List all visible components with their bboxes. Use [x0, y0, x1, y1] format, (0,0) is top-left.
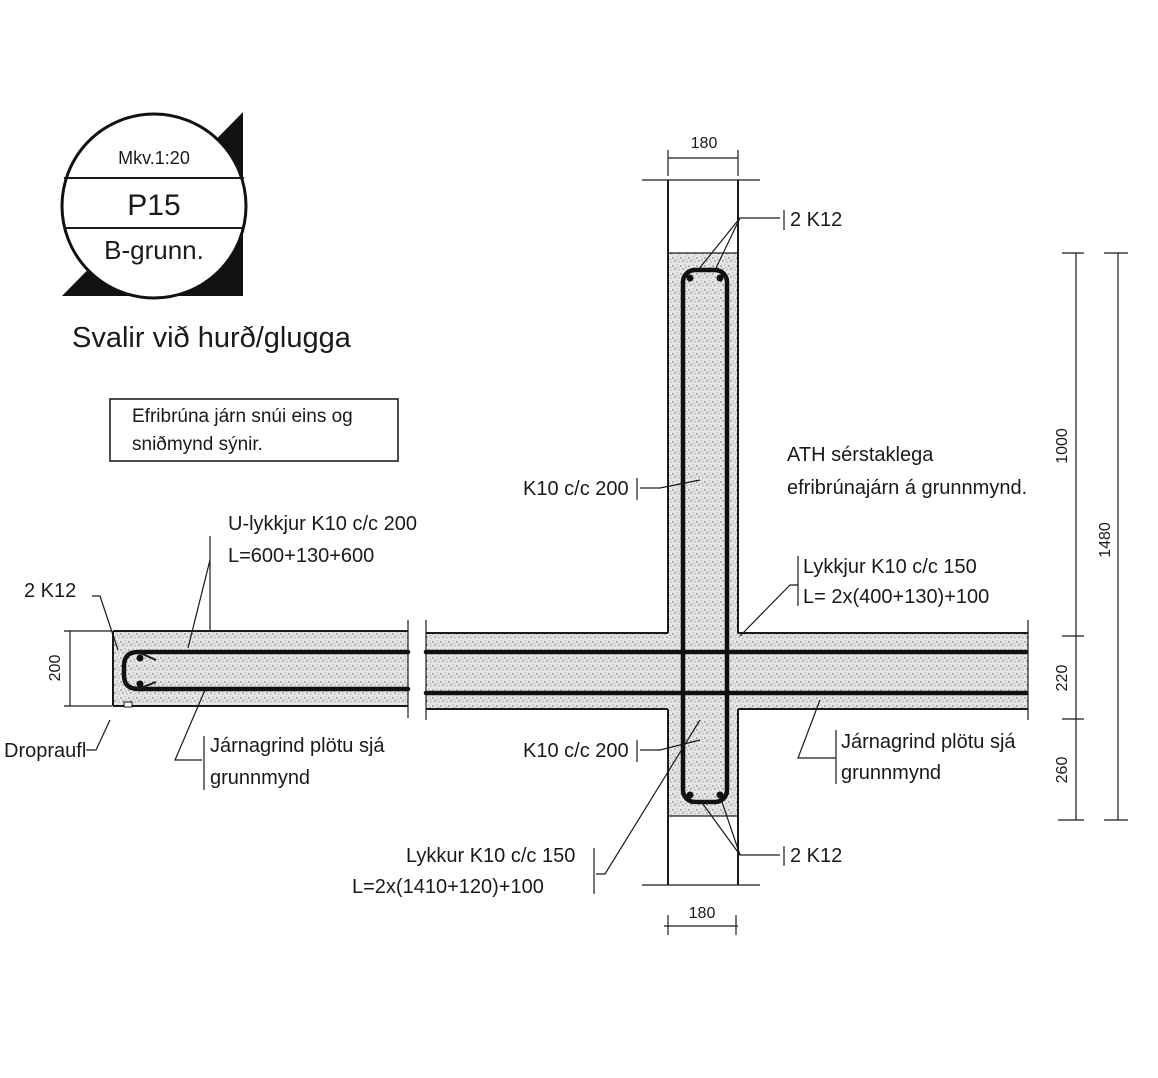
- label-k10-upper: K10 c/c 200: [523, 478, 629, 500]
- title-sheet: B-grunn.: [104, 235, 204, 265]
- title-block: Mkv.1:20 P15 B-grunn.: [60, 112, 248, 300]
- dim-bottom-180: 180: [689, 905, 716, 922]
- note-box-line-2: sniðmynd sýnir.: [132, 434, 263, 455]
- title-number: P15: [127, 189, 180, 222]
- label-k12-left: 2 K12: [24, 580, 76, 602]
- title-scale: Mkv.1:20: [118, 148, 190, 168]
- dim-slab-200: 200: [47, 655, 64, 682]
- title-block-circle: [60, 112, 248, 300]
- wall-slab-section: 180 180: [423, 135, 1029, 935]
- label-lykkur-bottom-2: L=2x(1410+120)+100: [352, 876, 544, 898]
- dim-260: 260: [1054, 757, 1071, 784]
- note-ath-line-1: ATH sérstaklega: [787, 444, 934, 466]
- label-jarnagrind-right-1: Járnagrind plötu sjá: [841, 731, 1016, 753]
- vertical-dimensions: 1000 220 260 1480: [1054, 252, 1128, 821]
- label-u-lykkjur-2: L=600+130+600: [228, 545, 374, 567]
- label-k10-lower: K10 c/c 200: [523, 740, 629, 762]
- u-loop-bar: [121, 649, 411, 692]
- note-box-line-1: Efribrúna járn snúi eins og: [132, 406, 353, 427]
- note-box: Efribrúna járn snúi eins og sniðmynd sýn…: [109, 398, 399, 462]
- dim-1480: 1480: [1097, 522, 1114, 558]
- note-ath-line-2: efribrúnajárn á grunnmynd.: [787, 477, 1027, 499]
- dim-220: 220: [1054, 665, 1071, 692]
- left-slab-detail: 200: [47, 536, 411, 761]
- note-box-frame: [109, 398, 399, 462]
- label-k12-bottom: 2 K12: [790, 845, 842, 867]
- label-lykkjur-right-1: Lykkjur K10 c/c 150: [803, 556, 977, 578]
- wall-stirrup: [680, 267, 730, 805]
- label-lykkur-bottom-1: Lykkur K10 c/c 150: [406, 845, 575, 867]
- label-dropraufl: Dropraufl: [4, 740, 86, 762]
- label-jarnagrind-left-2: grunnmynd: [210, 767, 310, 789]
- dim-top-180: 180: [691, 135, 718, 152]
- label-u-lykkjur-1: U-lykkjur K10 c/c 200: [228, 513, 417, 535]
- drip-groove: [123, 701, 133, 708]
- label-jarnagrind-right-2: grunnmynd: [841, 762, 941, 784]
- left-slab-concrete: [113, 631, 408, 706]
- label-jarnagrind-left-1: Járnagrind plötu sjá: [210, 735, 385, 757]
- dim-1000: 1000: [1054, 428, 1071, 464]
- drawing-heading: Svalir við hurð/glugga: [72, 322, 352, 354]
- label-k12-top: 2 K12: [790, 209, 842, 231]
- label-lykkjur-right-2: L= 2x(400+130)+100: [803, 586, 989, 608]
